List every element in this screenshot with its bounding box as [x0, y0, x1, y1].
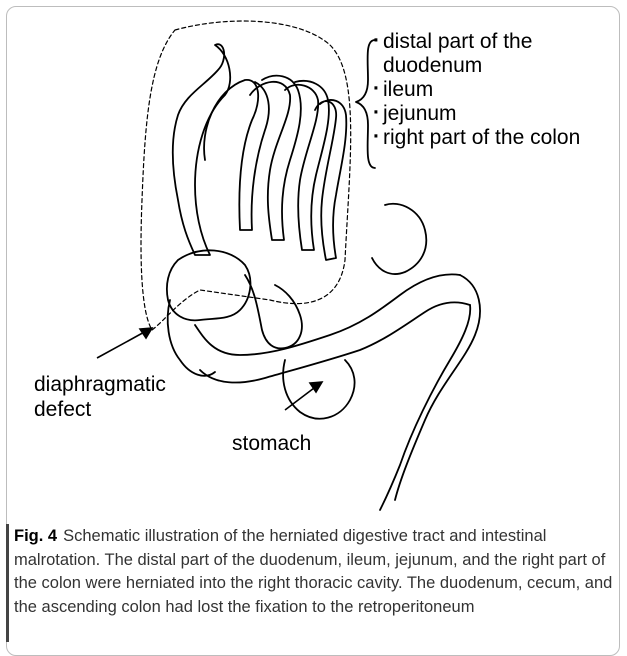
- diaphragm-arrow: [97, 330, 148, 358]
- list-item-duodenum: distal part of the: [373, 30, 580, 54]
- hernia-sac-outline: [141, 21, 351, 330]
- list-item-colon: right part of the colon: [373, 126, 580, 150]
- descending-duodenum: [245, 275, 302, 348]
- list-item-jejunum: jejunum: [373, 102, 580, 126]
- small-intestine-loop-4: [315, 100, 346, 260]
- stomach-outline: [283, 360, 354, 419]
- caption-text: Schematic illustration of the herniated …: [14, 527, 612, 616]
- diaphragm-arrowhead: [140, 328, 152, 338]
- left-bowel-loop: [173, 44, 230, 255]
- label-diaphragmatic: diaphragmatic: [34, 373, 166, 397]
- cecum: [372, 204, 426, 274]
- list-item-duodenum-cont: duodenum: [373, 54, 580, 78]
- list-item-ileum: ileum: [373, 78, 580, 102]
- ascending-colon-inner: [380, 305, 470, 510]
- transverse-colon-lower: [200, 302, 470, 382]
- label-stomach: stomach: [232, 432, 311, 456]
- figure-caption: Fig. 4Schematic illustration of the hern…: [14, 525, 614, 619]
- ascending-colon-outer: [395, 275, 480, 500]
- duodenal-junction: [167, 250, 251, 320]
- caption-accent-bar: [6, 524, 9, 642]
- label-defect: defect: [34, 398, 91, 422]
- herniated-organs-list: distal part of the duodenum ileum jejunu…: [373, 30, 580, 150]
- small-intestine-loop-1: [204, 80, 269, 230]
- figure-number: Fig. 4: [14, 527, 57, 545]
